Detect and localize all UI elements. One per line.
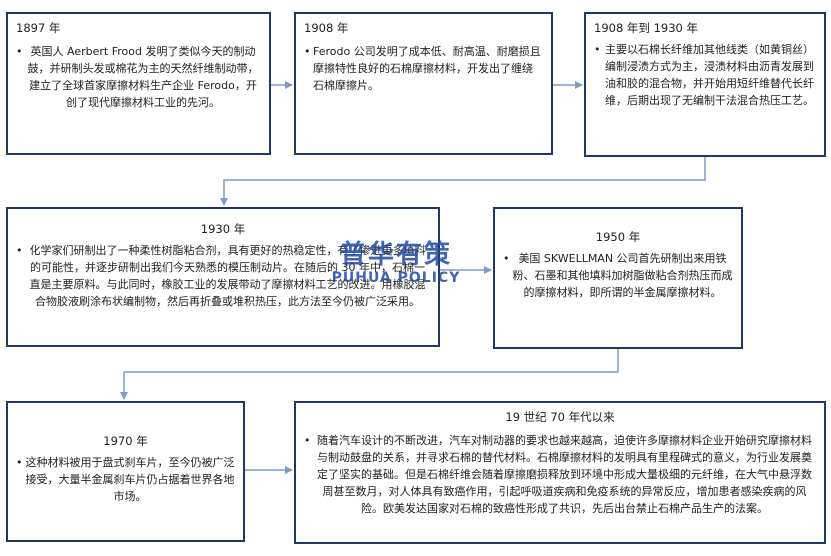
box-title: 1908 年 [304,21,349,35]
arrow-row2-to-1970 [120,349,619,400]
timeline-box-1930: 1930 年 • 化学家们研制出了一种柔性树脂粘合剂，具有更好的热稳定性，有了掺… [6,207,440,347]
timeline-box-since-1970s: 19 世纪 70 年代以来 • 随着汽车设计的不断改进，汽车对制动器的要求也越来… [294,401,826,544]
box-title: 1930 年 [200,222,246,236]
box-title: 1970 年 [103,434,148,448]
arrow-row1-to-1930 [220,157,706,206]
timeline-box-1950: 1950 年 • 美国 SKWELLMAN 公司首先研制出来用铁粉、石墨和其他填… [493,207,743,349]
box-text: 这种材料被用于盘式刹车片，至今仍被广泛接受，大量半金属刹车片仍占据着世界各地市场… [25,456,235,503]
box-text: 美国 SKWELLMAN 公司首先研制出来用铁粉、石墨和其他填料加树脂做粘合剂热… [512,252,733,299]
timeline-box-1908-1930: 1908 年到 1930 年 • 主要以石棉长纤维加其他线类（如黄铜丝）编制浸渍… [584,12,826,157]
box-title: 1908 年到 1930 年 [594,21,698,35]
box-text: 主要以石棉长纤维加其他线类（如黄铜丝）编制浸渍方式为主，浸渍材料由沥青发展到油和… [605,43,814,107]
timeline-box-1970: 1970 年 • 这种材料被用于盘式刹车片，至今仍被广泛接受，大量半金属刹车片仍… [6,401,245,542]
box-text: 随着汽车设计的不断改进，汽车对制动器的要求也越来越高，迫使许多摩擦材料企业开始研… [317,434,812,515]
bullet-icon: • [16,45,23,58]
timeline-box-1908: 1908 年 • Ferodo 公司发明了成本低、耐高温、耐磨损且摩擦特性良好的… [294,12,553,155]
bullet-icon: • [16,244,23,257]
box-title: 19 世纪 70 年代以来 [505,410,615,424]
box-text: Ferodo 公司发明了成本低、耐高温、耐磨损且摩擦特性良好的石棉摩擦材料，开发… [313,45,541,92]
bullet-icon: • [16,456,23,469]
bullet-icon: • [304,434,311,447]
bullet-icon: • [503,252,510,265]
box-text: 化学家们研制出了一种柔性树脂粘合剂，具有更好的热稳定性，有了掺进更多填料的可能性… [29,244,426,308]
timeline-box-1897: 1897 年 • 英国人 Aerbert Frood 发明了类似今天的制动鼓，并… [6,12,271,155]
box-text: 英国人 Aerbert Frood 发明了类似今天的制动鼓，并研制头发或棉花为主… [27,45,259,109]
bullet-icon: • [304,45,311,58]
box-title: 1897 年 [16,21,61,35]
box-title: 1950 年 [595,230,641,244]
bullet-icon: • [594,43,601,56]
